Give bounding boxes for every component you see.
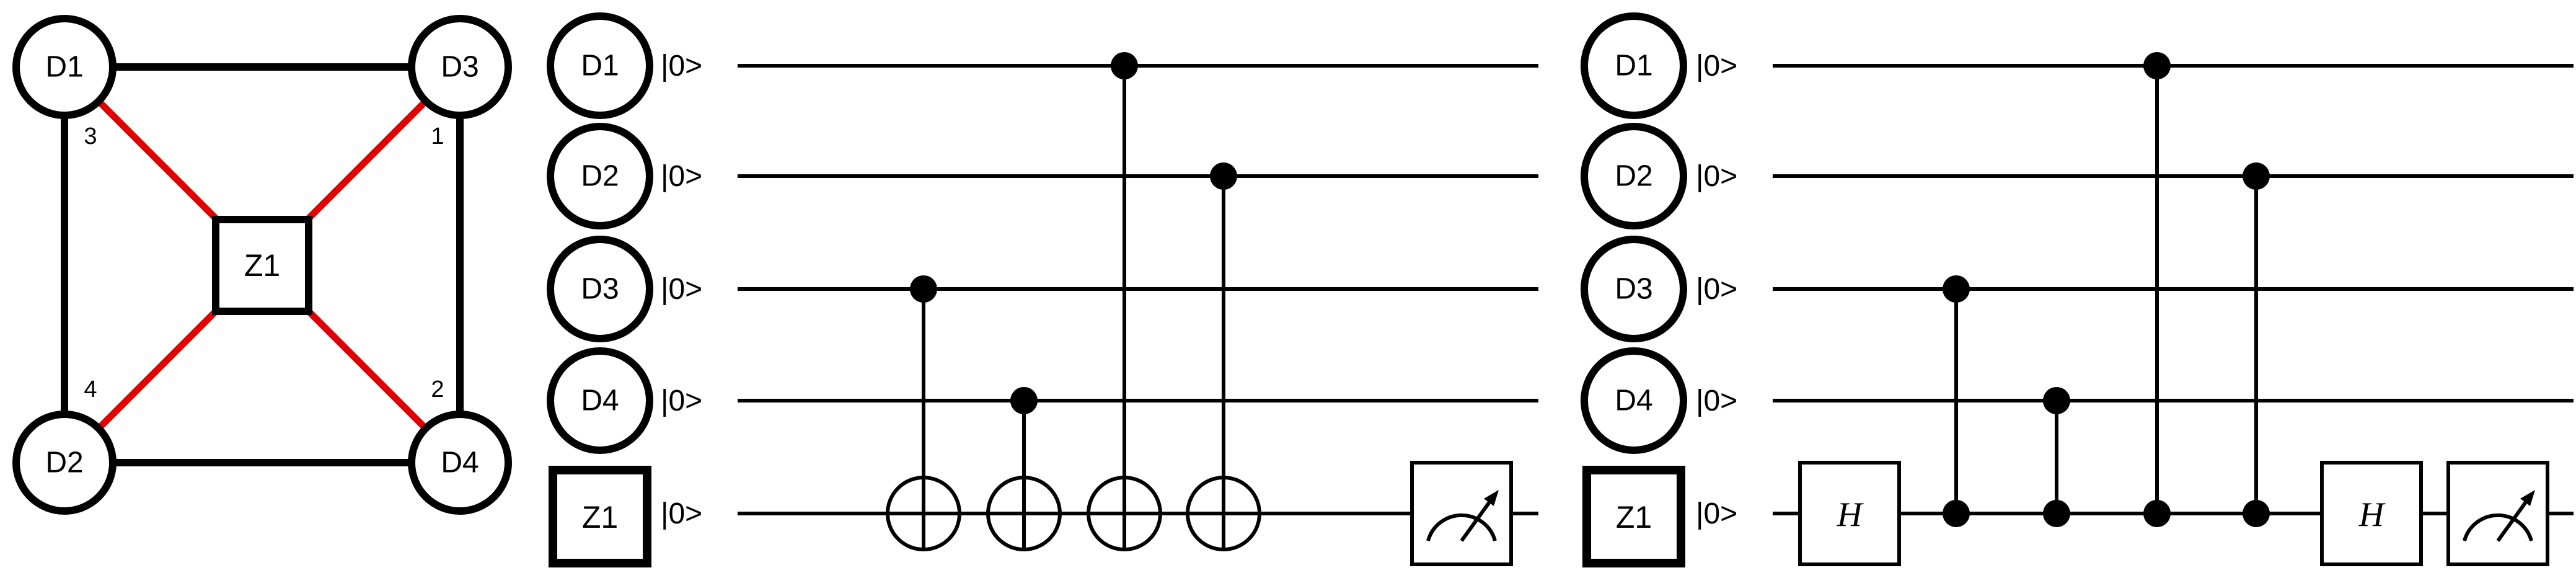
qubit-d1-label: D1 — [1615, 50, 1652, 82]
cz-gate-d2-z1 — [2243, 162, 2270, 527]
init-state-d1: |0> — [1696, 50, 1737, 82]
node-d1: D1 — [12, 15, 117, 119]
qubit-z1-label: Z1 — [582, 500, 618, 535]
edge-label-d1-z1: 3 — [84, 123, 97, 149]
edge-label-d3-z1: 1 — [431, 123, 444, 149]
qubit-d4-label: D4 — [581, 385, 619, 417]
qubit-d1: D1 — [1581, 12, 1687, 119]
hadamard-gate-before: H — [1798, 461, 1901, 566]
qubit-z1: Z1 — [549, 466, 651, 567]
cnot-gate-d1-z1 — [1087, 52, 1162, 551]
measurement-gate — [2446, 461, 2549, 566]
qubit-d2-label: D2 — [1615, 160, 1652, 193]
node-d2-label: D2 — [45, 447, 83, 479]
cz-gate-d1-z1 — [2143, 52, 2171, 527]
cnot-gate-d4-z1 — [986, 387, 1062, 551]
qubit-d3-label: D3 — [1615, 273, 1652, 306]
cnot-circuit: D1 D2 D3 D4 Z1 |0> |0> |0> |0> |0> — [547, 12, 1538, 567]
control-dot — [1111, 52, 1138, 79]
init-state-d1: |0> — [661, 50, 702, 82]
node-d1-label: D1 — [45, 51, 83, 84]
control-dot — [910, 275, 937, 303]
hadamard-label: H — [2358, 496, 2386, 534]
node-d2: D2 — [12, 411, 117, 515]
init-state-d3: |0> — [1696, 273, 1737, 306]
cnot-gate-d2-z1 — [1186, 162, 1261, 551]
control-dot — [2143, 52, 2171, 79]
qubit-z1-label: Z1 — [1616, 500, 1652, 535]
init-state-z1: |0> — [661, 497, 702, 530]
control-dot — [2243, 500, 2270, 527]
node-z1: Z1 — [212, 216, 312, 315]
node-d4: D4 — [408, 411, 512, 515]
qubit-d4-label: D4 — [1615, 385, 1652, 417]
init-state-d4: |0> — [1696, 385, 1737, 417]
control-dot — [2243, 162, 2270, 190]
meter-icon — [2463, 490, 2535, 542]
control-dot — [1943, 275, 1970, 303]
qubit-d3: D3 — [1581, 236, 1687, 342]
init-state-d2: |0> — [661, 160, 702, 193]
edge-label-d4-z1: 2 — [431, 376, 444, 402]
control-dot — [2143, 500, 2171, 527]
cz-gate-d4-z1 — [2043, 387, 2070, 527]
control-dot — [1943, 500, 1970, 527]
node-d4-label: D4 — [441, 447, 479, 479]
hadamard-label: H — [1837, 496, 1864, 534]
control-dot — [1010, 387, 1038, 414]
init-state-z1: |0> — [1696, 497, 1737, 530]
init-state-d2: |0> — [1696, 160, 1737, 193]
cz-circuit: D1 D2 D3 D4 Z1 |0> |0> |0> |0> |0> H — [1581, 12, 2574, 567]
qubit-d4: D4 — [1581, 347, 1687, 454]
hadamard-gate-after: H — [2320, 461, 2423, 566]
init-state-d4: |0> — [661, 385, 702, 417]
qubit-d3: D3 — [547, 236, 653, 342]
node-d3-label: D3 — [441, 51, 479, 84]
cz-gate-d3-z1 — [1943, 275, 1970, 527]
cnot-gate-d3-z1 — [886, 275, 961, 551]
init-state-d3: |0> — [661, 273, 702, 306]
control-dot — [1210, 162, 1237, 190]
qubit-d3-label: D3 — [581, 273, 619, 306]
lattice-graph: D1 D3 D2 D4 Z1 3 1 4 2 — [12, 15, 512, 515]
control-dot — [2043, 387, 2070, 414]
qubit-z1: Z1 — [1582, 466, 1685, 567]
node-z1-label: Z1 — [244, 248, 280, 283]
measurement-gate — [1410, 461, 1513, 566]
control-dot — [2043, 500, 2070, 527]
edge-label-d2-z1: 4 — [84, 376, 97, 402]
qubit-d2-label: D2 — [581, 160, 619, 193]
qubit-d1-label: D1 — [581, 50, 619, 82]
qubit-d2: D2 — [1581, 123, 1687, 229]
qubit-d1: D1 — [547, 12, 653, 119]
node-d3: D3 — [408, 15, 512, 119]
qubit-d2: D2 — [547, 123, 653, 229]
meter-icon — [1426, 490, 1499, 542]
qubit-d4: D4 — [547, 347, 653, 454]
